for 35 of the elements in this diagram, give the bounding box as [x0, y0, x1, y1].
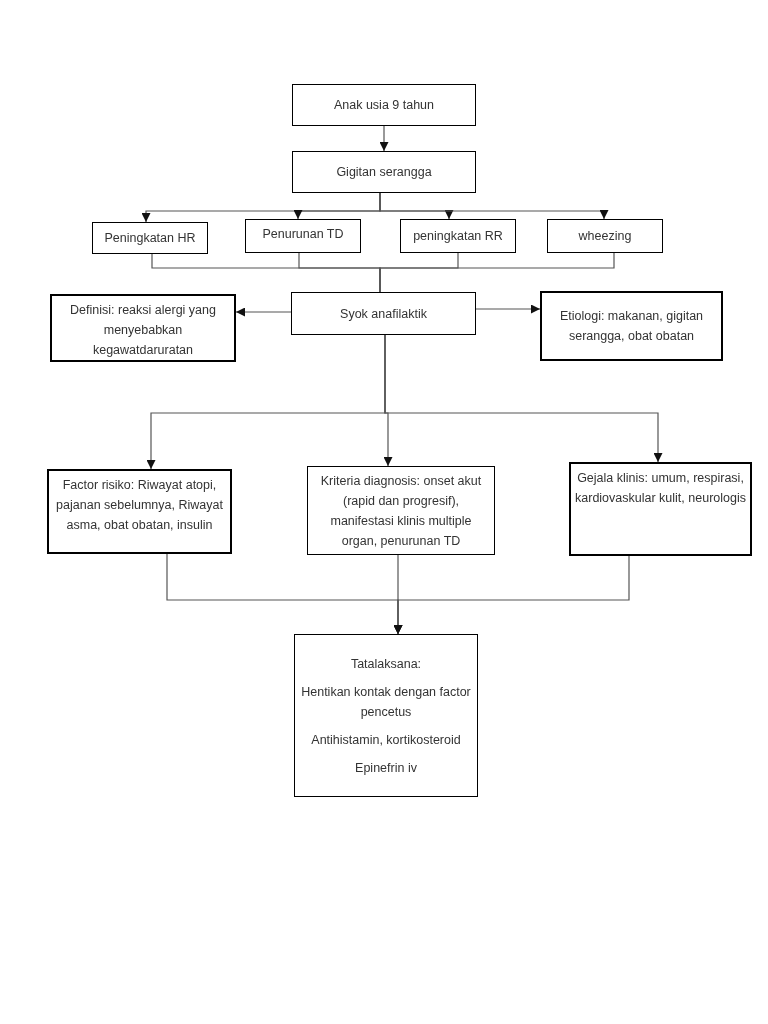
node-text: Kriteria diagnosis: onset akut (rapid dan progresif), manifestasi klinis multiple organ, penurunan TD — [319, 473, 483, 550]
node-text: Tatalaksana: — [350, 655, 422, 673]
process-box — [540, 291, 723, 361]
connector-arrow — [384, 334, 663, 463]
connector-arrow — [379, 125, 389, 152]
process-box — [569, 462, 752, 556]
process-box — [291, 292, 476, 335]
process-box — [245, 219, 361, 253]
node-text: peningkatan RR — [413, 228, 503, 245]
node-text: wheezing — [578, 228, 632, 245]
connector-arrow — [393, 555, 630, 635]
process-box — [307, 466, 495, 555]
connector-arrow — [379, 192, 609, 220]
connector-arrow — [475, 304, 541, 314]
node-text: Epinefrin iv — [355, 759, 417, 777]
node-text: Peningkatan HR — [104, 230, 196, 247]
node-text: Etiologi: makanan, gigitan serangga, obat obatan — [558, 308, 705, 345]
connector-arrow — [235, 307, 292, 317]
process-box — [292, 151, 476, 193]
process-box — [292, 84, 476, 126]
process-box — [47, 469, 232, 554]
node-text: Hentikan kontak dengan factor pencetus — [300, 683, 472, 721]
process-box — [400, 219, 516, 253]
node-text: Gigitan serangga — [336, 164, 432, 181]
process-box — [50, 294, 236, 362]
node-text: Antihistamin, kortikosteroid — [311, 731, 461, 749]
node-text: Definisi: reaksi alergi yang menyebabkan kegawatdaruratan — [69, 302, 217, 359]
node-text: Penurunan TD — [262, 226, 344, 243]
node-text: Factor risiko: Riwayat atopi, pajanan sebelumnya, Riwayat asma, obat obatan, insulin — [55, 477, 224, 534]
process-box — [547, 219, 663, 253]
node-text: Syok anafilaktik — [340, 305, 427, 323]
process-box — [294, 634, 478, 797]
process-box — [92, 222, 208, 254]
node-text: Anak usia 9 tahun — [333, 97, 435, 114]
node-text: Gejala klinis: umum, respirasi, kardiovaskular kulit, neurologis — [575, 470, 746, 507]
